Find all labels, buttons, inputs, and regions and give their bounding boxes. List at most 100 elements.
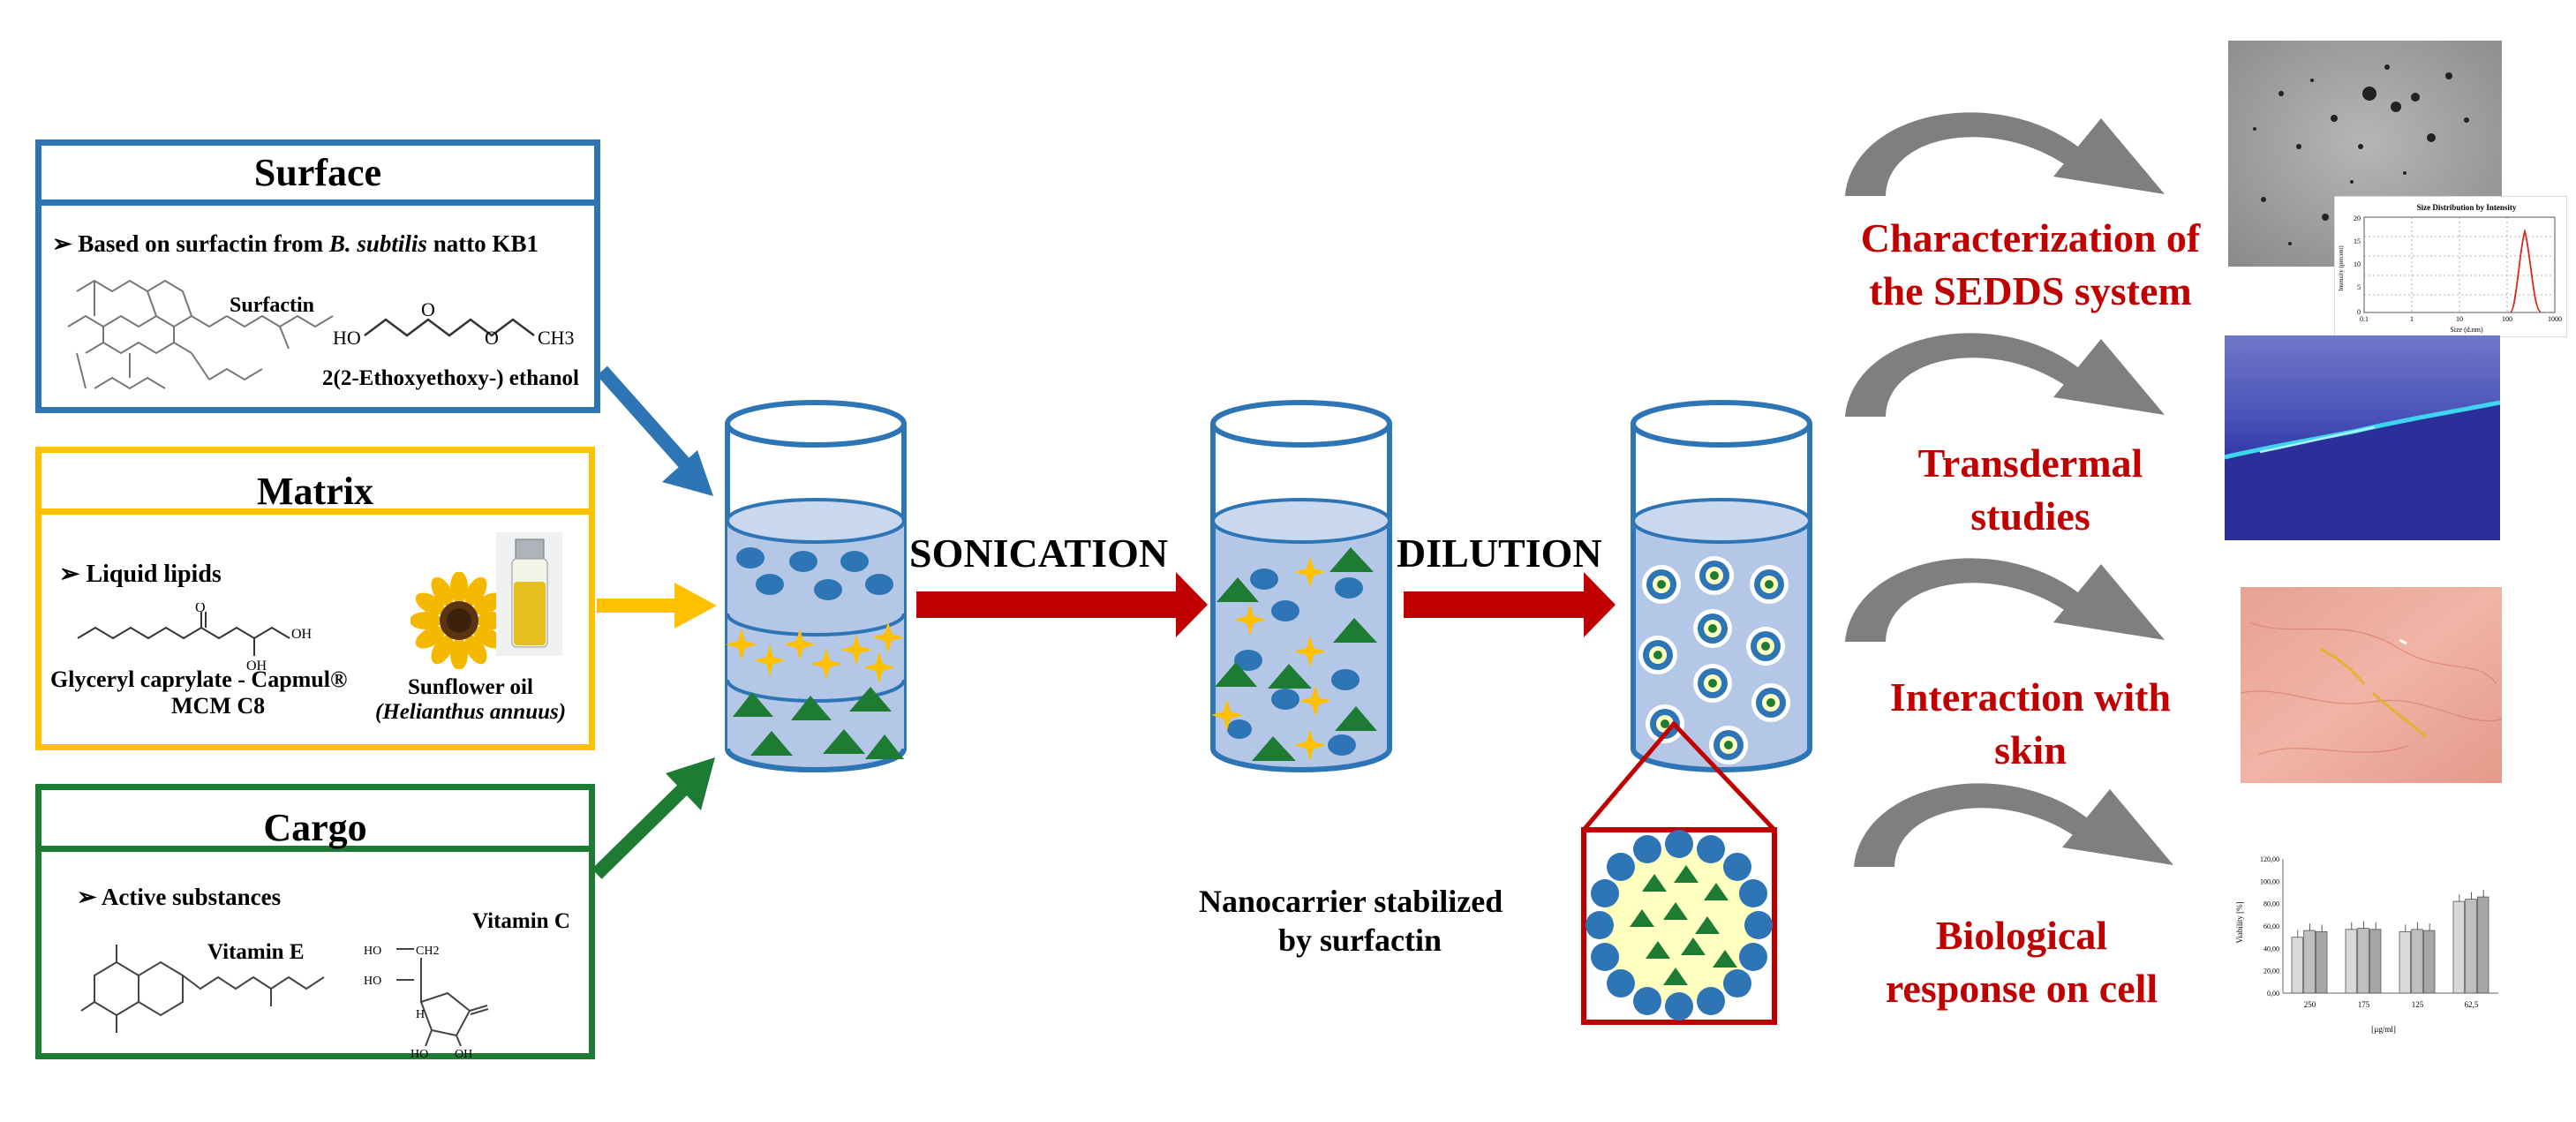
surface-line-prefix: Based on surfactin from <box>78 230 329 257</box>
ch2-label: CH2 <box>416 945 439 958</box>
matrix-line: Liquid lipids <box>86 561 222 588</box>
surface-arrow <box>597 365 713 496</box>
vitamin-e-label: Vitamin E <box>207 940 305 964</box>
dls-xtick: 1 <box>2410 315 2414 323</box>
outcome-biological-response: Biological response on cell <box>1819 909 2225 1015</box>
viability-ytick: 80,00 <box>2263 900 2279 908</box>
lipid-stars <box>726 621 904 683</box>
glyceryl-label-2: MCM C8 <box>171 693 266 719</box>
viability-bar <box>2411 929 2423 994</box>
vitamin-e-structure <box>80 945 325 1033</box>
viability-bar <box>2422 930 2436 994</box>
bullet-icon: ➢ <box>59 561 80 588</box>
o-label: O <box>195 603 206 615</box>
curved-arrow-1 <box>1845 112 2165 196</box>
surface-box: Surface ➢ Based on surfactin from B. sub… <box>35 139 600 413</box>
surface-line-species: B. subtilis <box>328 230 427 257</box>
viability-xtick: 125 <box>2412 1000 2424 1009</box>
nanocarrier-particles <box>1638 556 1790 764</box>
dls-yticks: 20 15 10 5 0 <box>2354 215 2361 316</box>
viability-xlabel: [µg/ml] <box>2371 1025 2396 1034</box>
vitamin-c-structure: HO CH2 HO H HO OH <box>364 945 489 1059</box>
viability-bar <box>2452 900 2466 994</box>
matrix-box: Matrix ➢ Liquid lipids O OH OH Glyceryl … <box>35 447 595 750</box>
outcome-line-2: response on cell <box>1885 966 2158 1011</box>
viability-bar <box>2315 930 2328 994</box>
viability-bar <box>2303 930 2316 994</box>
outcome-line-1: Biological <box>1935 913 2108 958</box>
h-label: H <box>416 1008 425 1021</box>
viability-ytick: 0,00 <box>2267 990 2279 998</box>
viability-ytick: 20,00 <box>2263 968 2279 975</box>
ho-label: HO <box>333 327 361 349</box>
viability-bar <box>2357 928 2369 994</box>
outcome-transdermal: Transdermal studies <box>1854 437 2207 543</box>
viability-bar <box>2476 896 2489 994</box>
bullet-icon: ➢ <box>77 884 97 910</box>
oh-label-2: OH <box>246 659 267 674</box>
surface-title: Surface <box>41 146 594 206</box>
viability-xtick: 250 <box>2304 1000 2316 1009</box>
sunflower-oil-label-1: Sunflower oil <box>408 675 533 699</box>
cargo-arrow <box>591 757 715 879</box>
beaker-mixture <box>725 400 907 772</box>
ch3-label: CH3 <box>538 327 575 349</box>
ethoxyethanol-structure: HO O O CH3 <box>333 300 575 349</box>
curved-arrow-3 <box>1845 558 2165 642</box>
cargo-line: Active substances <box>101 884 282 910</box>
dls-title: Size Distribution by Intensity <box>2417 203 2517 212</box>
dls-ytick: 0 <box>2357 308 2361 316</box>
cargo-title: Cargo <box>41 790 589 852</box>
oh-label: OH <box>455 1048 472 1059</box>
surfactant-droplets <box>736 547 893 600</box>
sonication-label: SONICATION <box>909 531 1169 576</box>
o-label-2: O <box>485 327 499 349</box>
dls-xticks: 0.1 1 10 100 1000 <box>2360 315 2562 323</box>
dls-xtick: 0.1 <box>2360 315 2369 323</box>
ho-label-2: HO <box>364 975 381 988</box>
beaker-sonicated <box>1210 400 1392 772</box>
skin-interaction-image <box>2241 587 2502 783</box>
dls-ytick: 10 <box>2354 260 2361 268</box>
matrix-bullet-line: ➢ Liquid lipids <box>59 559 222 589</box>
dls-ytick: 15 <box>2354 237 2361 245</box>
sonication-arrow <box>916 572 1208 637</box>
dls-xlabel: Size (d.nm) <box>2450 326 2483 334</box>
ethoxyethanol-label: 2(2-Ethoxyethoxy-) ethanol <box>322 366 579 390</box>
viability-bar <box>2465 899 2477 994</box>
surfactin-structure <box>67 279 334 390</box>
dls-ytick: 20 <box>2354 215 2361 222</box>
dls-xtick: 1000 <box>2548 315 2562 323</box>
viability-bar <box>2345 929 2358 994</box>
outcome-line-1: Interaction with <box>1889 674 2172 719</box>
cargo-bullet-line: ➢ Active substances <box>77 884 281 911</box>
viability-xtick: 175 <box>2358 1000 2370 1009</box>
cell-viability-chart: Viability [%] [µg/ml] 120,00100,0080,006… <box>2235 855 2498 1034</box>
outcome-skin-interaction: Interaction with skin <box>1819 671 2242 777</box>
glyceryl-caprylate-structure: O OH OH <box>77 603 313 674</box>
viability-ylabel: Viability [%] <box>2235 901 2244 943</box>
dls-xtick: 100 <box>2502 315 2512 323</box>
dls-peak-line <box>2510 228 2542 313</box>
outcome-line-1: Characterization of <box>1860 215 2201 260</box>
oh-label-1: OH <box>291 627 313 642</box>
sunflower-oil-label-2: (Helianthus annuus) <box>375 700 567 724</box>
oil-vial-icon <box>496 532 562 656</box>
o-label-1: O <box>421 300 435 320</box>
surfactin-label: Surfactin <box>230 294 314 317</box>
ho-label-1: HO <box>364 945 381 958</box>
viability-bar <box>2399 930 2412 994</box>
surfactin-shell <box>1586 830 1773 1020</box>
outcome-line-2: studies <box>1970 493 2090 538</box>
nanocarrier-zoom <box>1581 720 1777 1025</box>
curved-arrow-4 <box>1854 783 2173 867</box>
viability-ytick: 120,00 <box>2260 855 2279 863</box>
viability-bar <box>2291 937 2304 994</box>
bullet-icon: ➢ <box>52 230 72 257</box>
dls-ylabel: Intensity (percent) <box>2338 245 2345 291</box>
viability-ytick: 60,00 <box>2263 922 2279 930</box>
cargo-triangles <box>733 687 904 759</box>
dilution-label: DILUTION <box>1397 531 1602 576</box>
